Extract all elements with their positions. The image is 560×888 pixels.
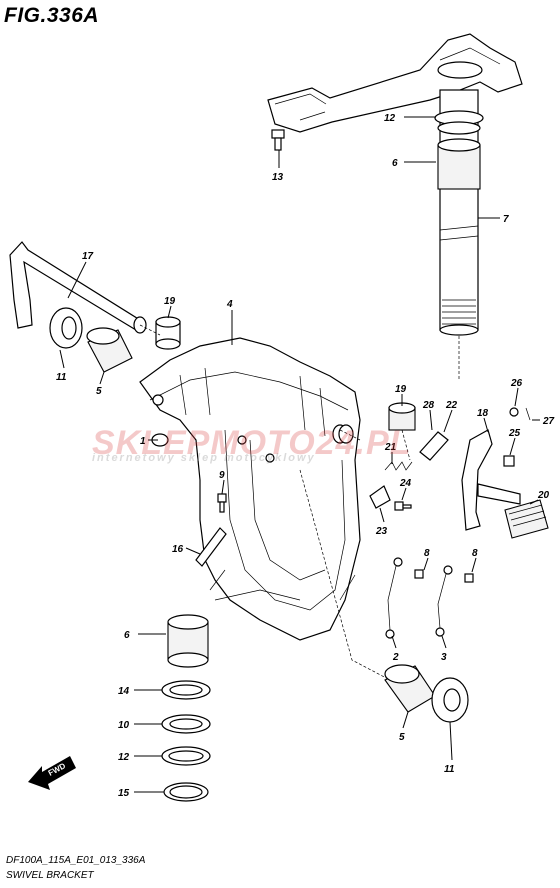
callout-5-left: 5 xyxy=(96,386,102,397)
callout-11-left: 11 xyxy=(56,372,67,383)
lever-18 xyxy=(461,429,521,531)
figure-name: SWIVEL BRACKET xyxy=(6,870,94,881)
callout-19-right: 19 xyxy=(395,384,407,395)
collar-12-lower xyxy=(161,746,211,766)
callout-3: 3 xyxy=(441,652,447,663)
callout-9: 9 xyxy=(219,470,225,481)
screws-8 xyxy=(414,569,474,583)
bush-5-left xyxy=(86,327,133,373)
callout-14: 14 xyxy=(118,686,130,697)
callout-6-lower: 6 xyxy=(124,630,130,641)
bushing-6-lower xyxy=(167,614,209,668)
callout-6-upper: 6 xyxy=(392,158,398,169)
callout-27: 27 xyxy=(542,416,555,427)
bolt-24 xyxy=(394,501,412,511)
callout-2: 2 xyxy=(392,652,399,663)
callout-12-lower: 12 xyxy=(118,752,130,763)
callout-10: 10 xyxy=(118,720,130,731)
callout-19-left: 19 xyxy=(164,296,176,307)
leader-lines xyxy=(59,116,540,793)
callout-26: 26 xyxy=(510,378,523,389)
callout-8-left: 8 xyxy=(424,548,430,559)
assembly-lines xyxy=(139,324,460,681)
callout-22: 22 xyxy=(445,400,458,411)
callout-21: 21 xyxy=(384,442,397,453)
callout-24: 24 xyxy=(399,478,412,489)
circlip-15 xyxy=(163,782,209,802)
plate-23 xyxy=(369,485,391,509)
callout-8-right: 8 xyxy=(472,548,478,559)
ground-lead-3 xyxy=(435,565,453,637)
ground-lead-2 xyxy=(385,557,403,639)
pad-20 xyxy=(504,499,549,539)
callout-7: 7 xyxy=(503,214,509,225)
washer-14 xyxy=(161,680,211,700)
bush-19-left xyxy=(155,316,181,350)
callout-17: 17 xyxy=(82,251,94,262)
callout-18: 18 xyxy=(477,408,489,419)
callout-16: 16 xyxy=(172,544,184,555)
callout-labels: 12 6 7 13 17 19 4 11 5 1 9 16 19 28 22 1… xyxy=(56,113,555,799)
fwd-arrow-icon: FWD xyxy=(28,756,76,790)
watermark-subtitle: internetowy sklep motocyklowy xyxy=(92,452,316,464)
swivel-bracket-body xyxy=(139,337,361,641)
small-parts-26-27-25 xyxy=(503,407,531,467)
callout-1: 1 xyxy=(140,436,146,447)
bolt-13 xyxy=(271,129,285,151)
callout-5-lower: 5 xyxy=(399,732,405,743)
steering-shaft xyxy=(434,89,484,336)
steering-arm xyxy=(267,33,523,133)
callout-13: 13 xyxy=(272,172,284,183)
spring-21 xyxy=(384,461,413,471)
callout-12-upper: 12 xyxy=(384,113,396,124)
pin-16 xyxy=(195,527,227,567)
callout-23: 23 xyxy=(375,526,388,537)
callout-4: 4 xyxy=(226,299,233,310)
callout-20: 20 xyxy=(537,490,550,501)
watermark-logo: SKLEPMOTO24.PL xyxy=(92,424,412,462)
bush-5-lower xyxy=(384,664,436,713)
washer-11-left xyxy=(49,307,83,349)
callout-11-lower: 11 xyxy=(444,764,455,775)
lever-22 xyxy=(419,431,449,461)
spring-28 xyxy=(332,424,354,444)
washer-10 xyxy=(161,714,211,734)
callout-15: 15 xyxy=(118,788,130,799)
bush-19-right xyxy=(388,402,416,431)
callout-28: 28 xyxy=(422,400,435,411)
model-code: DF100A_115A_E01_013_336A xyxy=(6,855,146,866)
callout-25: 25 xyxy=(508,428,521,439)
figure-title: FIG.336A xyxy=(4,4,100,27)
washer-11-lower xyxy=(431,677,469,723)
